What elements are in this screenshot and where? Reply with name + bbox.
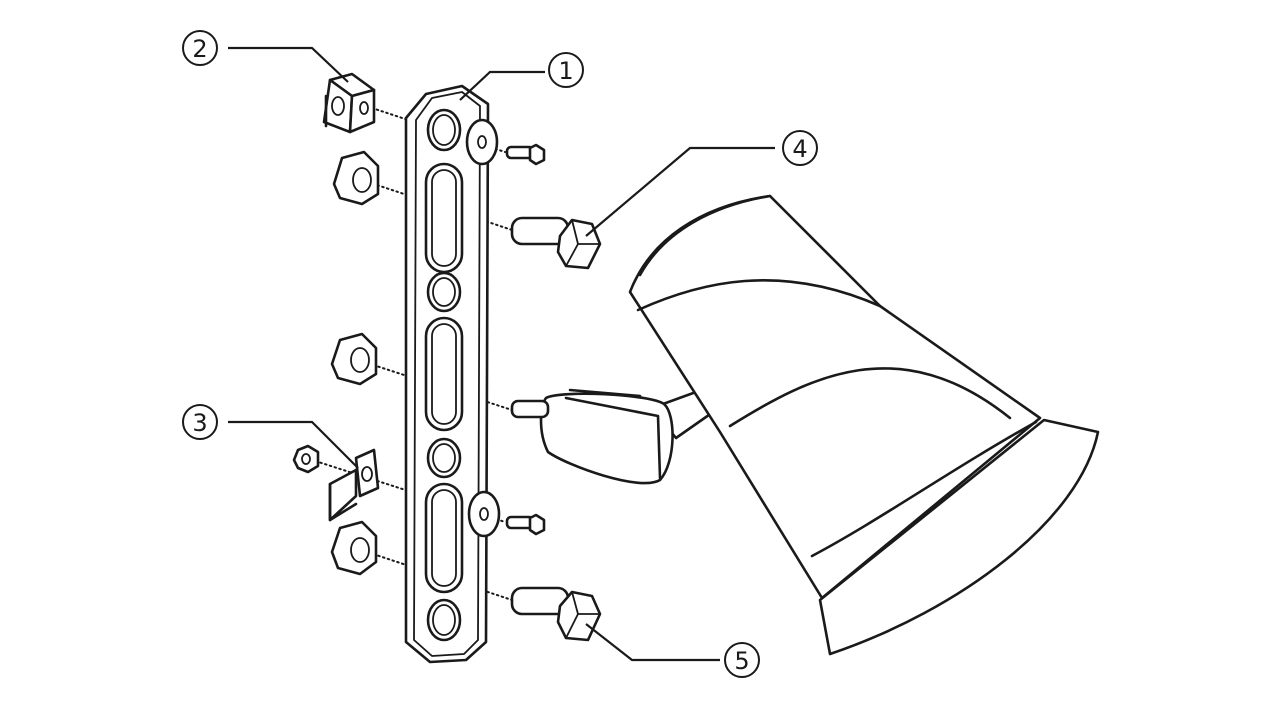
spotlight-lamp bbox=[510, 194, 1100, 656]
callout-1-label: 1 bbox=[558, 57, 573, 85]
callout-5-label: 5 bbox=[734, 647, 749, 675]
hex-bolt-top bbox=[510, 216, 602, 270]
callout-1: 1 bbox=[548, 52, 584, 88]
small-screw-bottom bbox=[505, 513, 546, 536]
hex-nut-middle bbox=[330, 332, 378, 386]
hex-bolt-bottom bbox=[510, 586, 602, 642]
cage-clip bbox=[322, 72, 376, 134]
mounting-plate bbox=[404, 84, 490, 664]
callout-3-label: 3 bbox=[192, 409, 207, 437]
hex-nut-lower bbox=[330, 520, 378, 576]
callout-5: 5 bbox=[724, 642, 760, 678]
angle-clip bbox=[328, 448, 380, 522]
plate-holes bbox=[424, 108, 464, 642]
callout-2-label: 2 bbox=[192, 35, 207, 63]
callout-3: 3 bbox=[182, 404, 218, 440]
hex-nut-upper bbox=[332, 150, 380, 206]
washer-bottom bbox=[467, 490, 501, 538]
leader-lines bbox=[228, 46, 775, 662]
callout-4: 4 bbox=[782, 130, 818, 166]
callout-2: 2 bbox=[182, 30, 218, 66]
callout-4-label: 4 bbox=[792, 135, 807, 163]
small-hex-nut bbox=[292, 444, 320, 474]
washer-top bbox=[465, 118, 499, 166]
small-screw-top bbox=[505, 143, 546, 166]
